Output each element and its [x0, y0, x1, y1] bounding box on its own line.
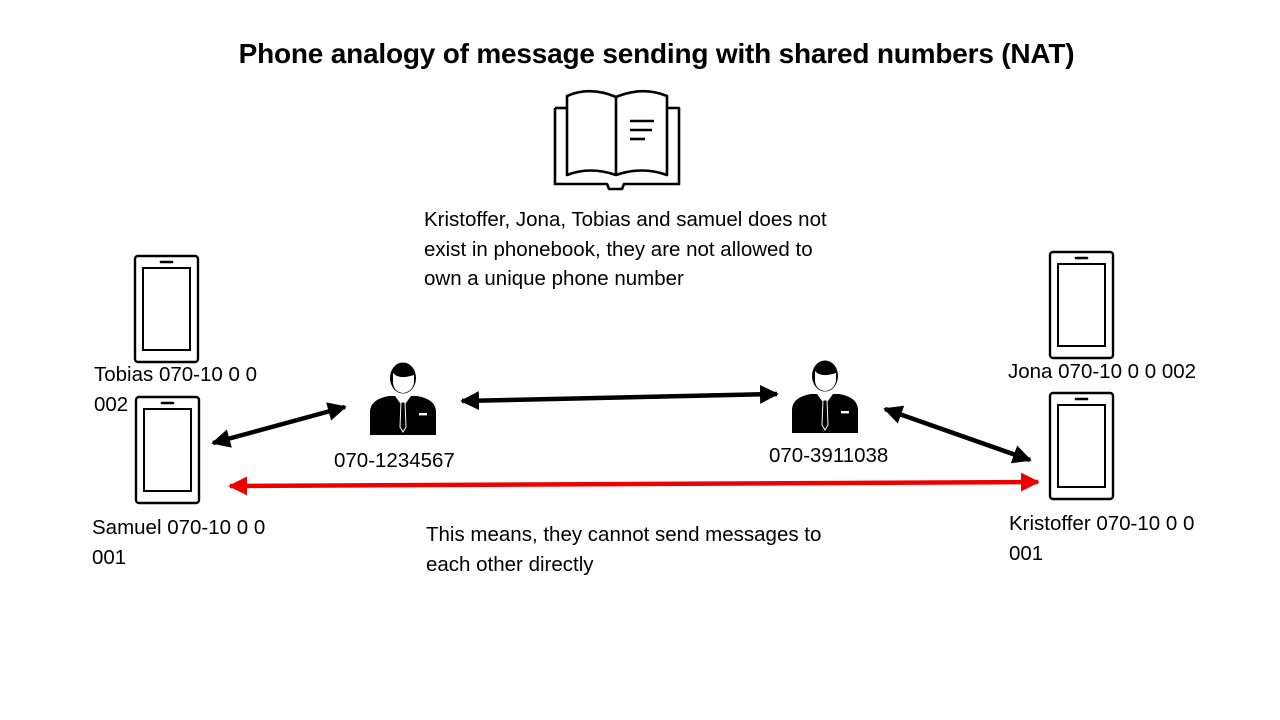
result-note: This means, they cannot send messages to…: [426, 520, 821, 579]
phonebook-note-line: own a unique phone number: [424, 267, 684, 290]
phone-tobias-icon: [133, 254, 200, 364]
operator-left-icon: [370, 362, 436, 435]
right-operator-number: 070-3911038: [769, 444, 889, 467]
samuel-to-left-operator-arrow: [211, 402, 347, 448]
right-operator-to-kristoffer-arrow: [883, 405, 1032, 464]
result-note-line: each other directly: [426, 552, 594, 576]
phonebook-note-line: exist in phonebook, they are not allowed…: [424, 237, 813, 261]
phonebook-note: Kristoffer, Jona, Tobias and samuel does…: [424, 205, 827, 294]
phonebook-note-line: Kristoffer, Jona, Tobias and samuel does…: [424, 208, 827, 231]
kristoffer-label-line: Kristoffer 070-10 0 0: [1009, 512, 1195, 535]
direct-blocked-arrow: [228, 472, 1040, 496]
kristoffer-label-line: 001: [1009, 541, 1044, 565]
operator-right-icon: [792, 360, 858, 433]
result-note-line: This means, they cannot send messages to: [426, 523, 822, 546]
jona-label-line: Jona 070-10 0 0 002: [1008, 360, 1197, 383]
samuel-label-line: 001: [92, 545, 127, 569]
jona-label: Jona 070-10 0 0 002: [1008, 357, 1196, 387]
slide-title: Phone analogy of message sending with sh…: [238, 38, 1075, 69]
phone-jona-icon: [1048, 250, 1115, 360]
tobias-label: Tobias 070-10 0 0 002: [94, 360, 257, 419]
left-operator-number: 070-1234567: [334, 449, 455, 472]
phone-samuel-icon: [134, 395, 201, 505]
tobias-label-line: Tobias 070-10 0 0: [94, 363, 257, 386]
open-book-icon: [553, 89, 681, 191]
samuel-label: Samuel 070-10 0 0 001: [92, 513, 265, 572]
operator-to-operator-arrow: [460, 384, 779, 411]
tobias-label-line: 002: [94, 392, 129, 416]
kristoffer-label: Kristoffer 070-10 0 0 001: [1009, 509, 1194, 568]
samuel-label-line: Samuel 070-10 0 0: [92, 516, 266, 539]
phone-kristoffer-icon: [1048, 391, 1115, 501]
